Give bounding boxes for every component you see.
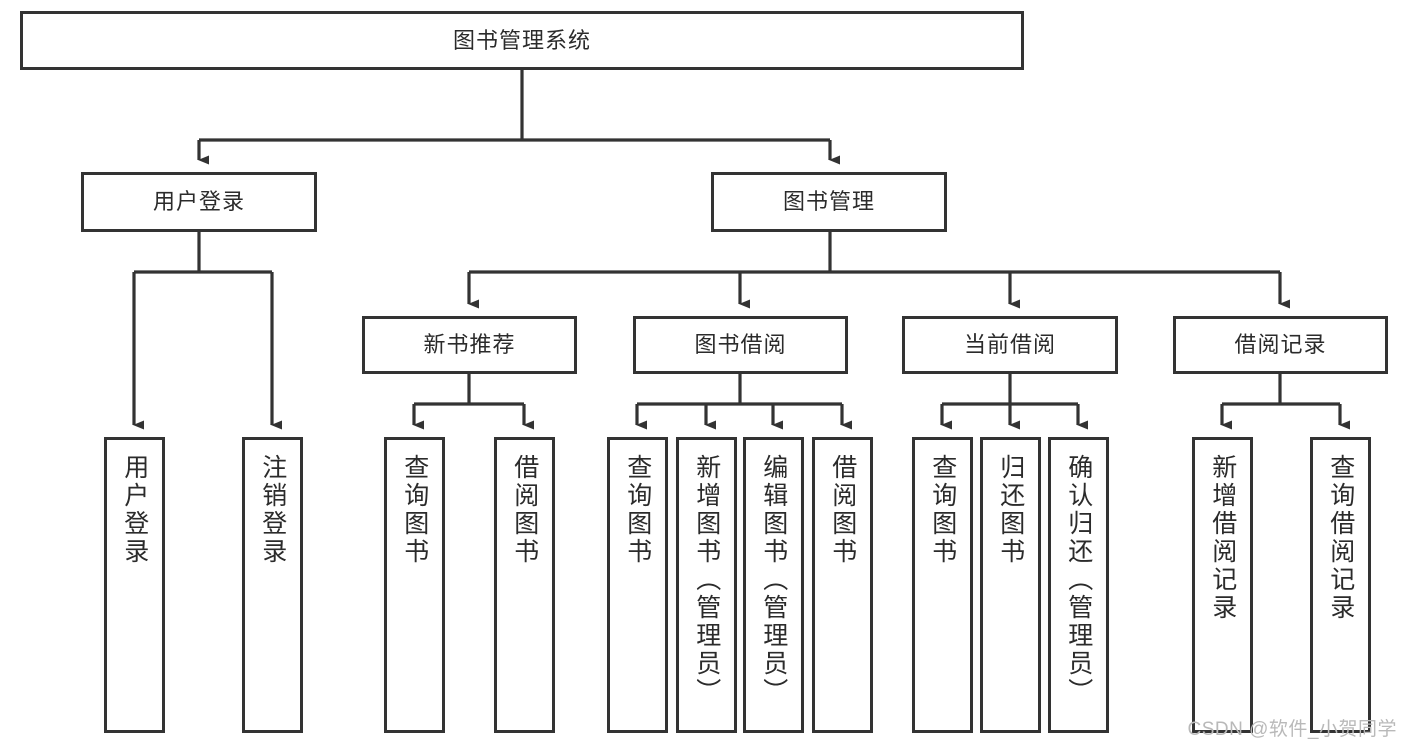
leaf-confirm-return-admin[interactable]: 确认归还（管理员） xyxy=(1048,437,1109,733)
node-label: 查询图书 xyxy=(928,454,957,566)
leaf-borrow-book[interactable]: 借阅图书 xyxy=(812,437,873,733)
node-book-borrow[interactable]: 图书借阅 xyxy=(633,316,848,374)
node-label: 查询图书 xyxy=(400,454,429,566)
leaf-add-book-admin[interactable]: 新增图书（管理员） xyxy=(676,437,737,733)
node-new-book-recommend[interactable]: 新书推荐 xyxy=(362,316,577,374)
node-borrow-record[interactable]: 借阅记录 xyxy=(1173,316,1388,374)
node-label: 新书推荐 xyxy=(423,332,516,358)
node-label: 当前借阅 xyxy=(963,332,1056,358)
leaf-borrow-book-recommend[interactable]: 借阅图书 xyxy=(494,437,555,733)
leaf-query-book-recommend[interactable]: 查询图书 xyxy=(384,437,445,733)
leaf-user-logout[interactable]: 注销登录 xyxy=(242,437,303,733)
node-label: 借阅图书 xyxy=(510,454,539,566)
leaf-return-book[interactable]: 归还图书 xyxy=(980,437,1041,733)
leaf-query-borrow-record[interactable]: 查询借阅记录 xyxy=(1310,437,1371,733)
node-current-borrow[interactable]: 当前借阅 xyxy=(902,316,1118,374)
node-label: 注销登录 xyxy=(258,454,287,566)
node-label: 用户登录 xyxy=(120,454,149,566)
leaf-user-login[interactable]: 用户登录 xyxy=(104,437,165,733)
node-label: 图书借阅 xyxy=(694,332,787,358)
node-book-management[interactable]: 图书管理 xyxy=(711,172,947,232)
watermark-csdn: CSDN @软件_小贺同学 xyxy=(1187,719,1397,740)
leaf-add-borrow-record[interactable]: 新增借阅记录 xyxy=(1192,437,1253,733)
node-label: 新增图书（管理员） xyxy=(692,454,721,706)
leaf-edit-book-admin[interactable]: 编辑图书（管理员） xyxy=(743,437,804,733)
node-label: 查询借阅记录 xyxy=(1326,454,1355,622)
node-label: 查询图书 xyxy=(623,454,652,566)
node-root-book-management-system[interactable]: 图书管理系统 xyxy=(20,11,1024,70)
node-label: 编辑图书（管理员） xyxy=(759,454,788,706)
node-label: 借阅记录 xyxy=(1234,332,1327,358)
node-label: 图书管理系统 xyxy=(452,27,591,53)
node-label: 确认归还（管理员） xyxy=(1064,454,1093,706)
node-label: 借阅图书 xyxy=(828,454,857,566)
node-label: 归还图书 xyxy=(996,454,1025,566)
node-label: 图书管理 xyxy=(782,189,875,215)
node-user-login[interactable]: 用户登录 xyxy=(81,172,317,232)
leaf-query-book-borrow[interactable]: 查询图书 xyxy=(607,437,668,733)
node-label: 新增借阅记录 xyxy=(1208,454,1237,622)
node-label: 用户登录 xyxy=(152,189,245,215)
leaf-query-book-current[interactable]: 查询图书 xyxy=(912,437,973,733)
